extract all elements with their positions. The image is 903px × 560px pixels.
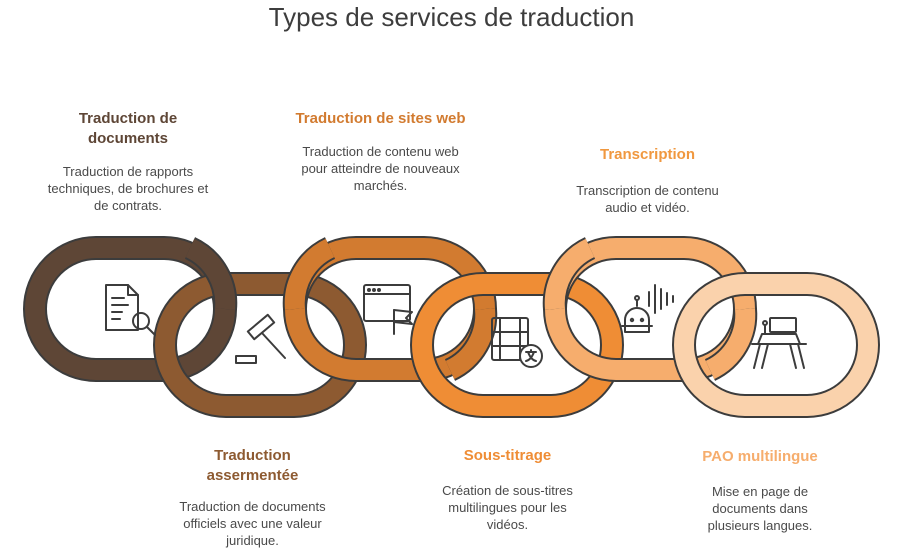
film-translate-icon — [491, 317, 543, 368]
item-transcription-title: Transcription — [599, 146, 696, 163]
document-search-icon — [105, 284, 156, 336]
item-dtp-description: Mise en page de documents dans plusieurs… — [707, 484, 813, 533]
item-subtitles-description: Création de sous-titres multilingues pou… — [442, 483, 573, 532]
chain-link-4 — [410, 272, 624, 418]
robot-soundwave-icon — [621, 284, 674, 333]
item-subtitles: Sous-titrage Création de sous-titres mul… — [420, 446, 595, 533]
item-transcription: Transcription Transcription de contenu a… — [560, 145, 735, 216]
item-websites-title: Traduction de sites web — [295, 110, 466, 127]
item-documents: Traduction de documents Traduction de ra… — [38, 109, 218, 214]
desk-layout-icon — [751, 317, 807, 369]
item-documents-description: Traduction de rapports techniques, de br… — [47, 164, 209, 213]
item-sworn: Traduction assermentée Traduction de doc… — [165, 446, 340, 549]
chain-link-6 — [672, 272, 880, 418]
item-websites: Traduction de sites web Traduction de co… — [293, 109, 468, 194]
item-dtp-title: PAO multilingue — [702, 448, 818, 465]
gavel-icon — [235, 313, 286, 364]
item-sworn-description: Traduction de documents officiels avec u… — [179, 499, 326, 548]
browser-flag-icon — [363, 284, 413, 335]
item-sworn-title: Traduction assermentée — [206, 447, 299, 484]
item-websites-description: Traduction de contenu web pour atteindre… — [301, 144, 460, 193]
chain-link-2 — [153, 272, 367, 418]
item-documents-title: Traduction de documents — [78, 110, 178, 147]
page-title: Types de services de traduction — [268, 2, 635, 32]
item-dtp: PAO multilingue Mise en page de document… — [680, 447, 840, 534]
item-subtitles-title: Sous-titrage — [463, 447, 552, 464]
item-transcription-description: Transcription de contenu audio et vidéo. — [576, 183, 719, 215]
